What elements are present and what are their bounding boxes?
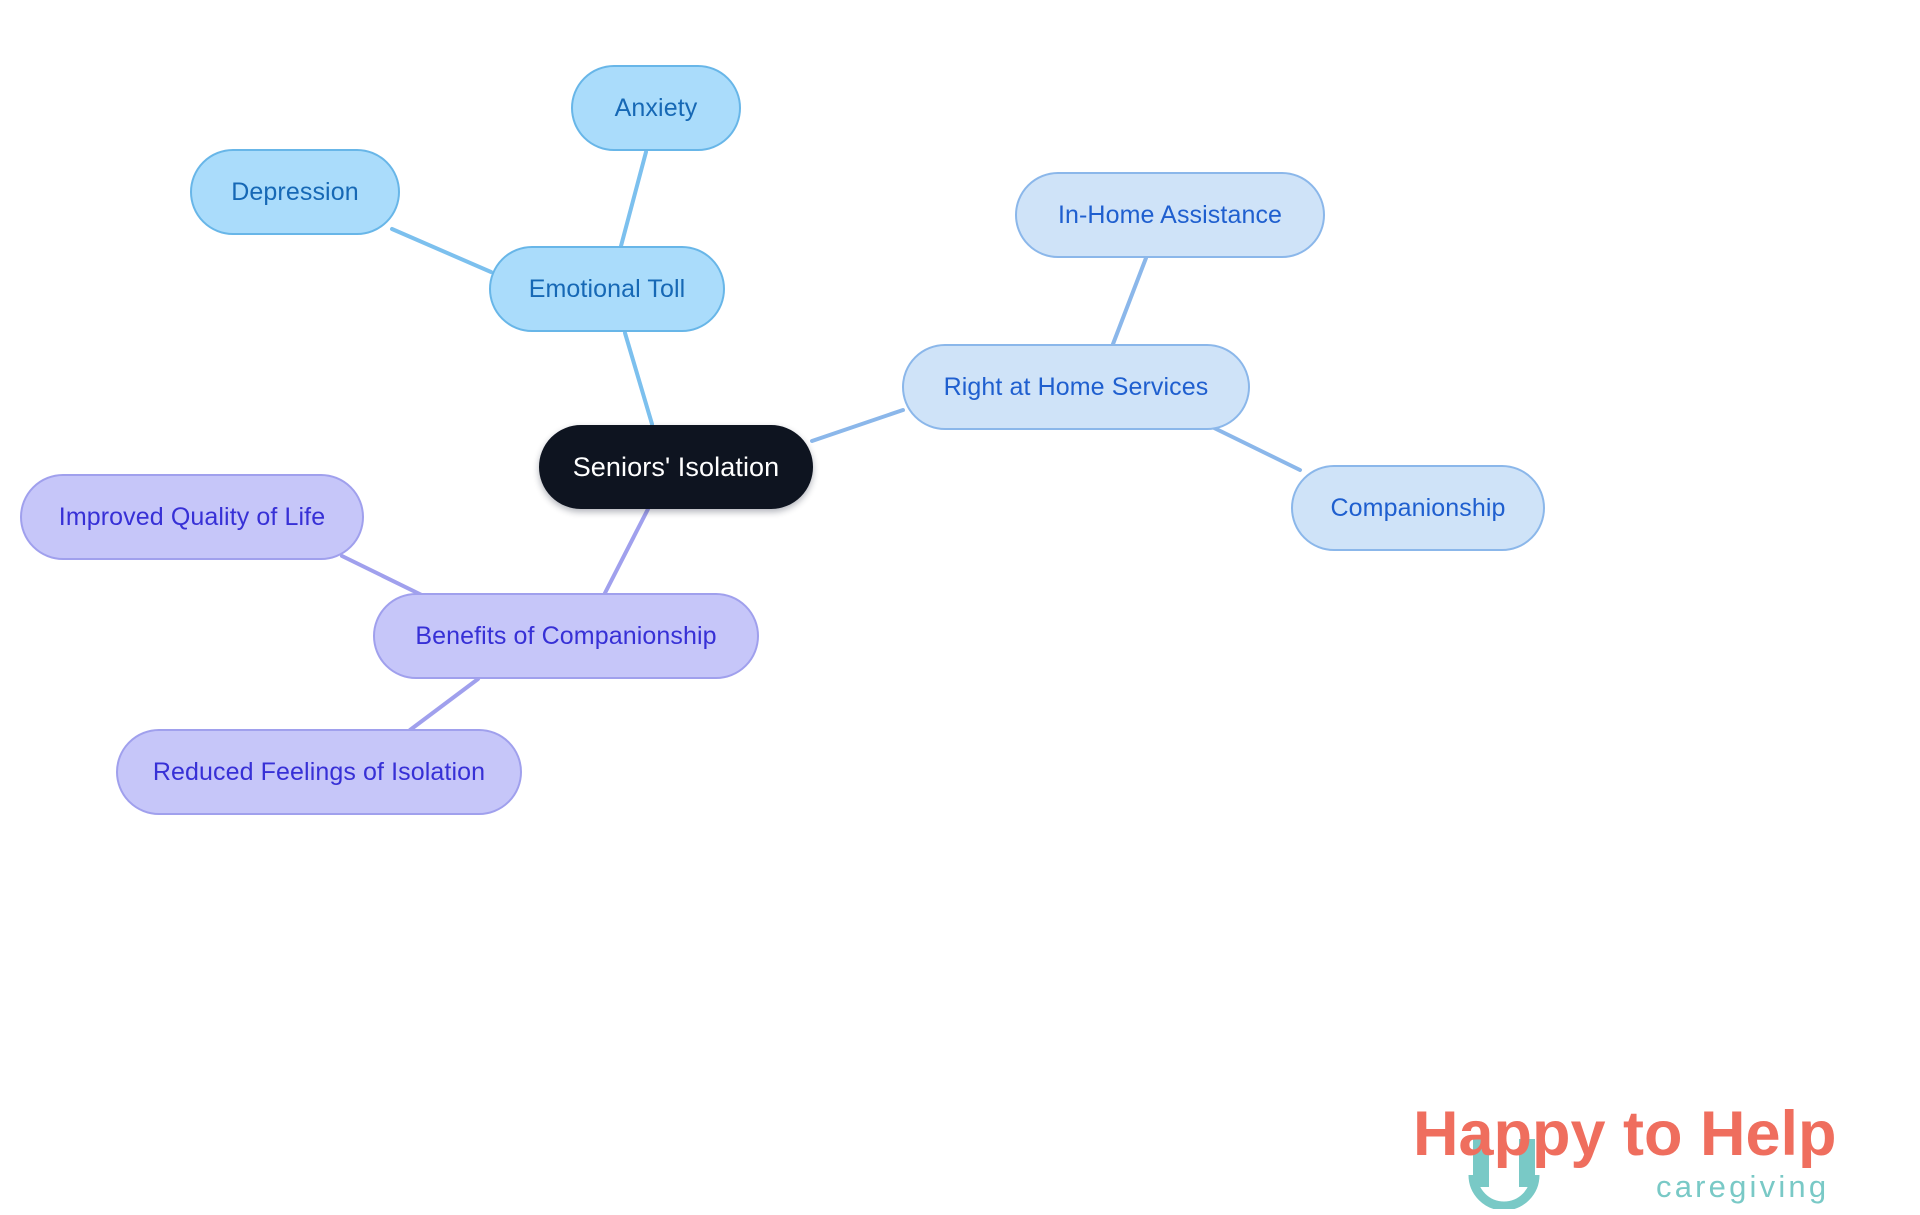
mindmap-node-right-at-home-services-label: Right at Home Services <box>943 372 1209 401</box>
edge-emotional-anxiety <box>619 150 648 248</box>
mindmap-node-improved-quality-of-life-label: Improved Quality of Life <box>58 502 326 531</box>
mindmap-node-root[interactable]: Seniors' Isolation <box>539 425 813 509</box>
mindmap-node-benefits-of-companionship[interactable]: Benefits of Companionship <box>373 593 759 679</box>
mindmap-node-emotional-toll[interactable]: Emotional Toll <box>489 246 725 332</box>
mindmap-node-improved-quality-of-life[interactable]: Improved Quality of Life <box>20 474 364 560</box>
edge-root-emotional <box>623 331 654 426</box>
mindmap-node-reduced-feelings-of-isolation[interactable]: Reduced Feelings of Isolation <box>116 729 522 815</box>
happy-to-help-caregiving-logo: Happy to Help caregiving <box>1413 1101 1873 1209</box>
logo-primary-text: Happy to Help <box>1413 1101 1837 1169</box>
mindmap-node-root-label: Seniors' Isolation <box>572 451 780 482</box>
edge-benefits-reduced <box>408 677 480 732</box>
logo-smile-icon <box>1468 1139 1540 1209</box>
mindmap-node-depression-label: Depression <box>231 177 359 206</box>
mindmap-node-reduced-feelings-of-isolation-label: Reduced Feelings of Isolation <box>152 757 486 786</box>
edge-root-benefits <box>603 507 650 595</box>
mindmap-node-companionship[interactable]: Companionship <box>1291 465 1545 551</box>
edge-emotional-depression <box>390 227 493 274</box>
edge-rightathome-inhome <box>1111 256 1148 346</box>
mindmap-node-right-at-home-services[interactable]: Right at Home Services <box>902 344 1250 430</box>
mindmap-node-in-home-assistance[interactable]: In-Home Assistance <box>1015 172 1325 258</box>
mindmap-node-in-home-assistance-label: In-Home Assistance <box>1057 200 1283 229</box>
mindmap-node-anxiety[interactable]: Anxiety <box>571 65 741 151</box>
logo-artwork: Happy to Help caregiving <box>1413 1101 1837 1209</box>
edge-rightathome-companionship <box>1204 422 1302 472</box>
logo-secondary-text: caregiving <box>1656 1169 1829 1204</box>
mindmap-node-depression[interactable]: Depression <box>190 149 400 235</box>
mindmap-node-companionship-label: Companionship <box>1330 493 1506 522</box>
mindmap-node-anxiety-label: Anxiety <box>614 93 698 122</box>
mindmap-node-emotional-toll-label: Emotional Toll <box>528 274 686 303</box>
edge-root-rightathome <box>810 408 905 443</box>
mindmap-node-benefits-of-companionship-label: Benefits of Companionship <box>415 621 717 650</box>
